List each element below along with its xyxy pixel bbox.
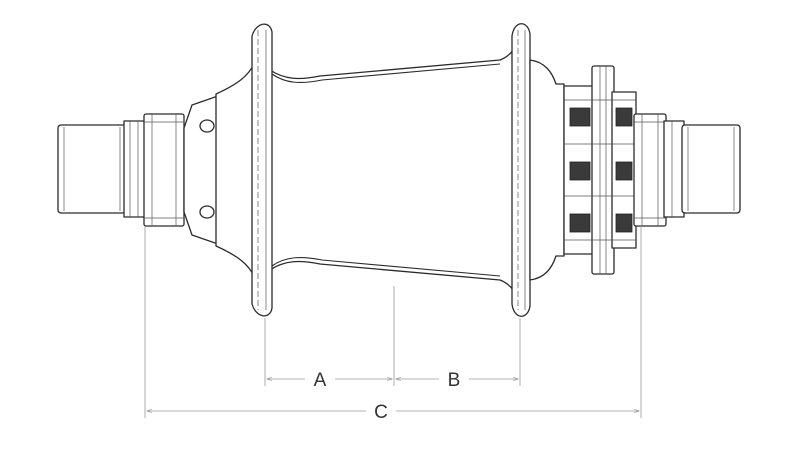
- hub-shell: [215, 43, 517, 297]
- right-transition: [529, 59, 565, 281]
- dimension-label-a: A: [314, 370, 327, 391]
- dimension-label-c: C: [374, 402, 388, 423]
- driver-assembly: [563, 65, 637, 275]
- right-flange: [511, 23, 531, 317]
- label-b-bg: [439, 366, 469, 390]
- right-locknut: [633, 113, 667, 227]
- left-bearing-shoulder: [183, 95, 219, 245]
- left-end-cap: [57, 120, 147, 218]
- spoke-hole-upper: [199, 119, 215, 133]
- label-c-bg: [366, 398, 396, 422]
- left-flange: [251, 23, 273, 317]
- right-end-cap: [663, 120, 741, 218]
- left-locknut: [143, 113, 185, 227]
- dimension-label-b: B: [448, 370, 461, 391]
- label-a-bg: [305, 366, 335, 390]
- spoke-hole-lower: [199, 205, 215, 219]
